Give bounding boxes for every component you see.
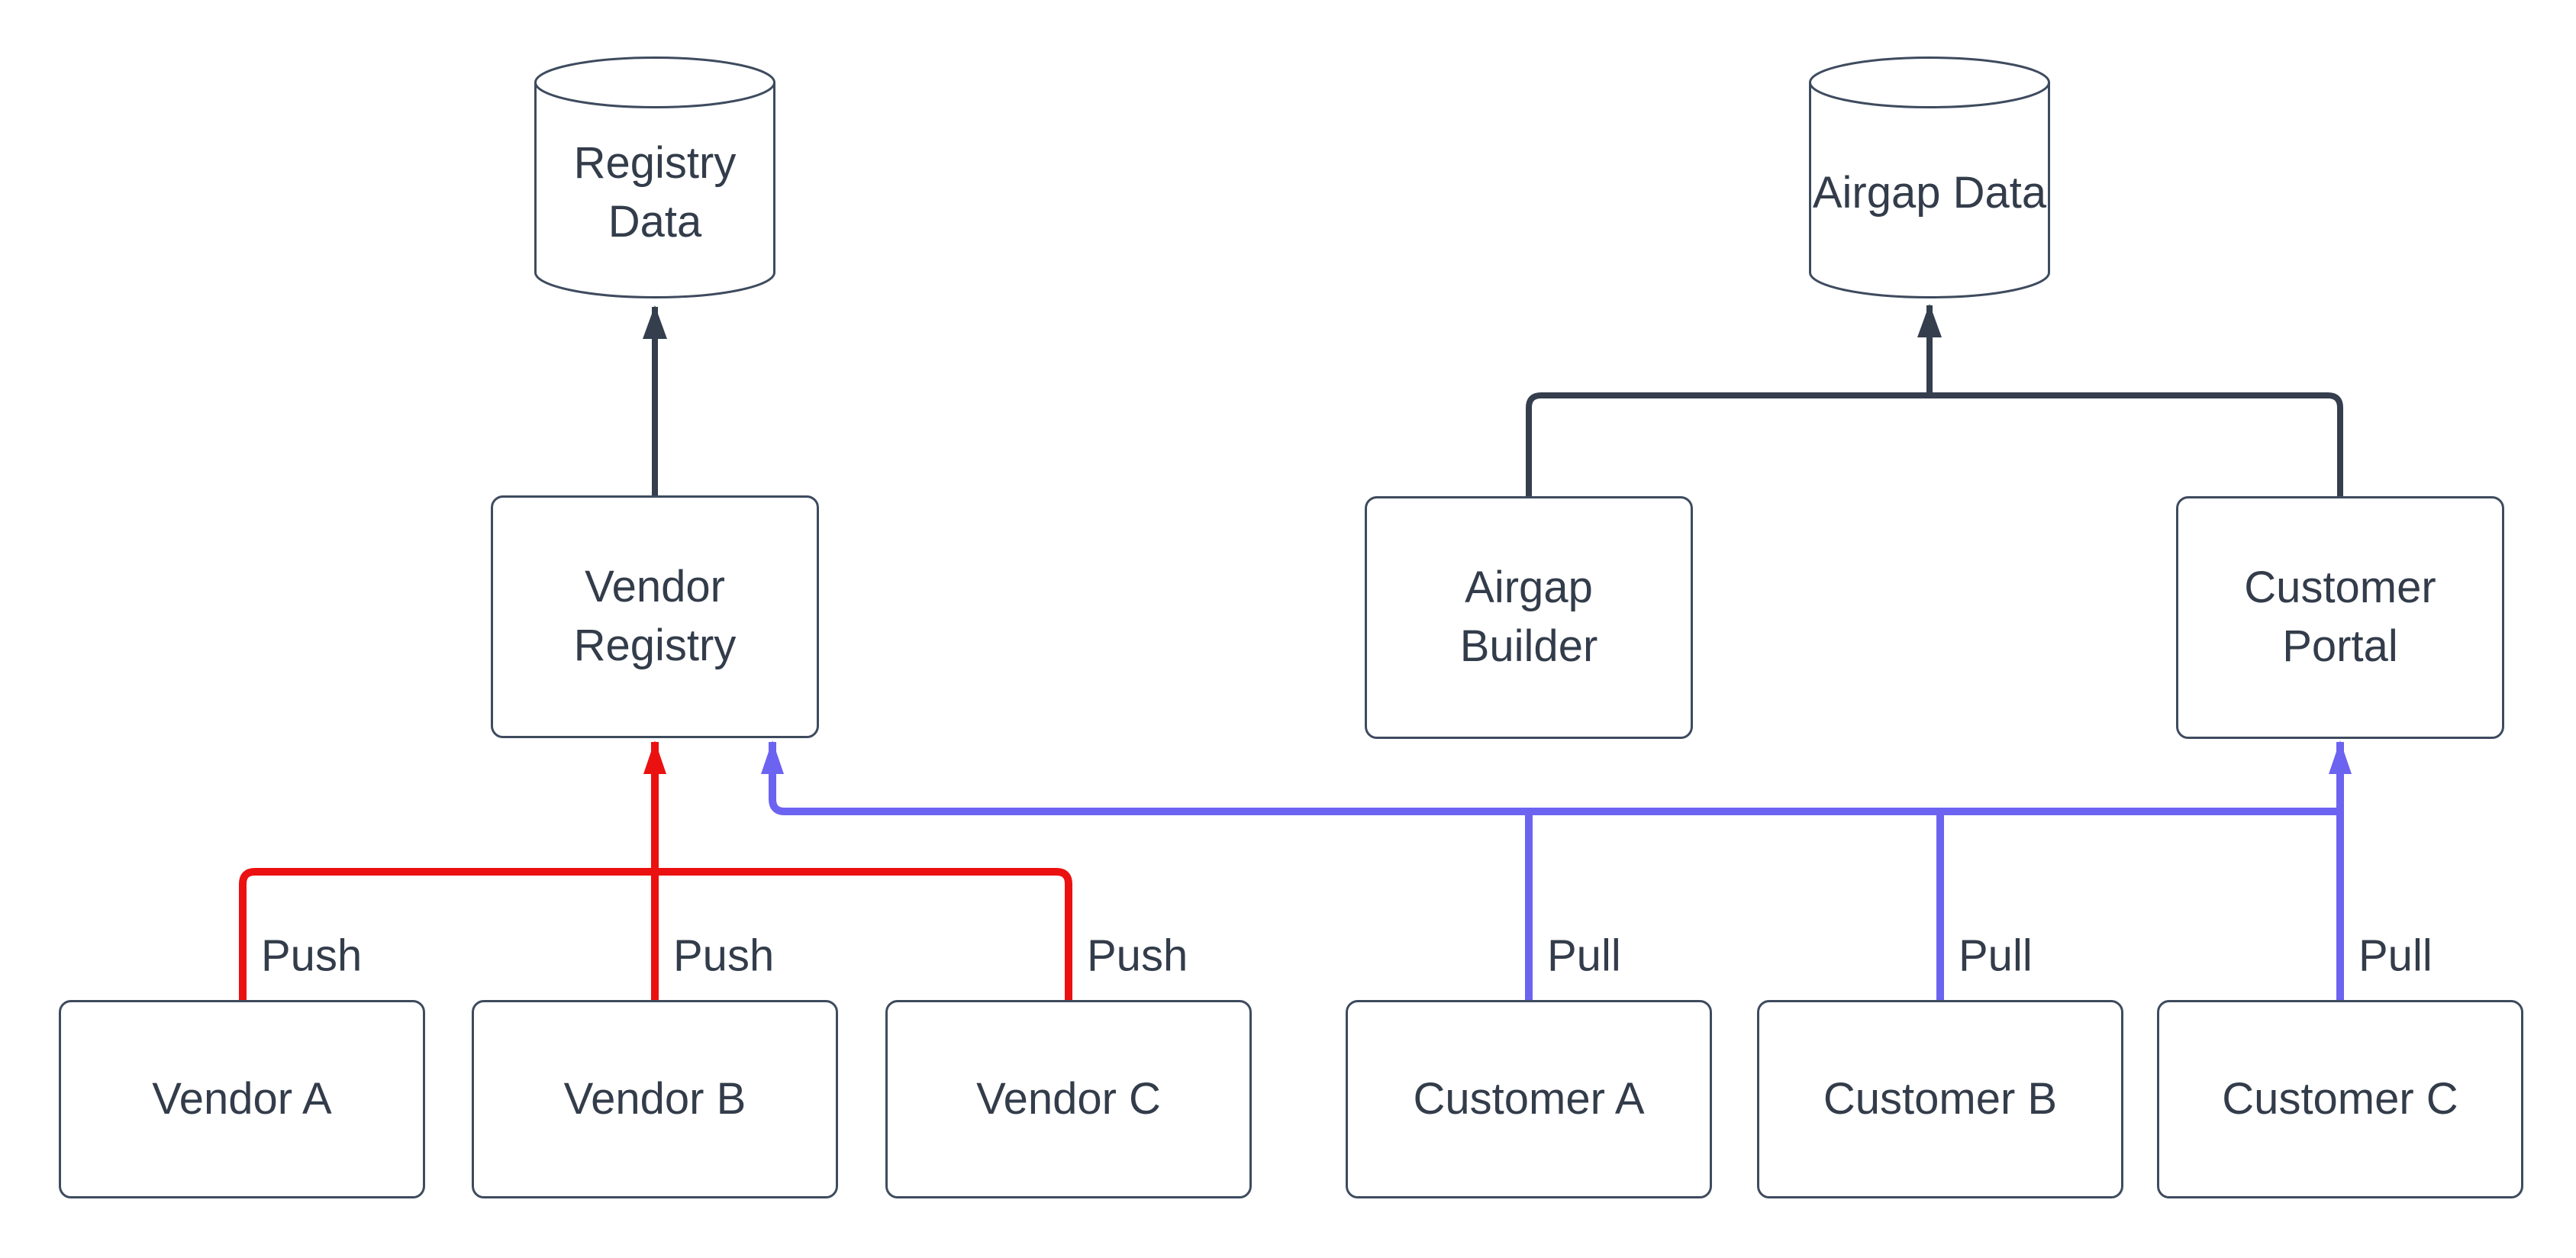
node-label: Airgap Builder [1459,563,1598,671]
node-label: Registry Data [573,138,737,247]
node-vendor-b: Vendor B [472,1000,838,1198]
edge-label-pull-c: Pull [2358,931,2433,981]
node-label: Vendor Registry [573,562,737,670]
node-airgap-data: Airgap Data [1807,55,2052,299]
node-label: Airgap Data [1812,167,2047,218]
edge-customer-portal-to-merge [1930,392,2343,496]
node-label: Customer B [1823,1073,2058,1124]
edge-label-push-b: Push [673,931,775,981]
node-vendor-a: Vendor A [59,1000,425,1198]
node-customer-c: Customer C [2157,1000,2523,1198]
node-vendor-registry: Vendor Registry [491,495,819,738]
node-airgap-builder: Airgap Builder [1365,496,1693,739]
edge-label-pull-b: Pull [1959,931,2033,981]
edge-label-pull-a: Pull [1547,931,1621,981]
edge-vendor-c-push [655,868,1072,1000]
node-label: Customer A [1413,1073,1645,1124]
node-vendor-c: Vendor C [885,1000,1252,1198]
node-label: Vendor C [976,1073,1161,1124]
node-customer-portal: Customer Portal [2176,496,2504,739]
node-customer-b: Customer B [1757,1000,2123,1198]
cylinder-shape [1809,56,2050,298]
edge-pull-bus-to-vendor-registry [761,740,2340,815]
node-label: Customer Portal [2244,563,2436,671]
node-label: Vendor A [152,1073,332,1124]
edge-label-push-c: Push [1087,931,1188,981]
node-customer-a: Customer A [1346,1000,1712,1198]
node-label: Vendor B [563,1073,746,1124]
edge-airgap-builder-to-merge [1526,392,1930,496]
cylinder-shape [534,56,775,298]
edge-vendor-a-push [239,868,655,1000]
edge-label-push-a: Push [261,931,363,981]
node-label: Customer C [2222,1073,2458,1124]
node-registry-data: Registry Data [533,55,777,299]
